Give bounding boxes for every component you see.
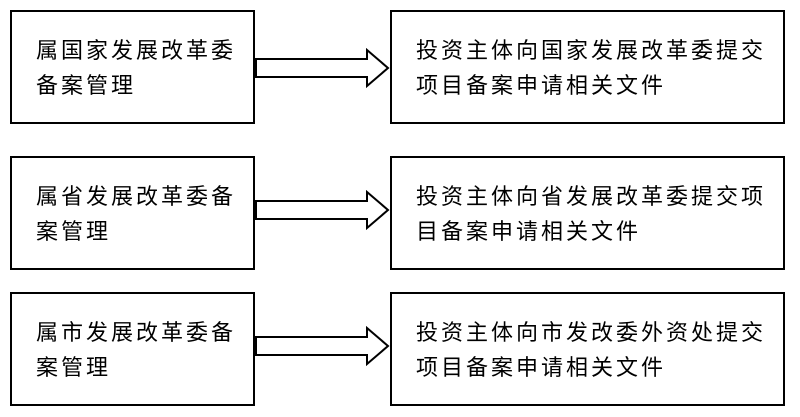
- arrow-provincial: [255, 190, 390, 230]
- action-box-municipal: 投资主体向市发改委外资处提交项目备案申请相关文件: [390, 292, 785, 406]
- arrow-municipal: [255, 326, 390, 366]
- action-box-provincial: 投资主体向省发展改革委提交项目备案申请相关文件: [390, 156, 785, 270]
- category-box-provincial: 属省发展改革委备案管理: [10, 156, 255, 270]
- action-box-national: 投资主体向国家发展改革委提交项目备案申请相关文件: [390, 10, 785, 124]
- category-box-municipal: 属市发展改革委备案管理: [10, 292, 255, 406]
- arrow-national: [255, 48, 390, 88]
- category-box-national: 属国家发展改革委备案管理: [10, 10, 255, 124]
